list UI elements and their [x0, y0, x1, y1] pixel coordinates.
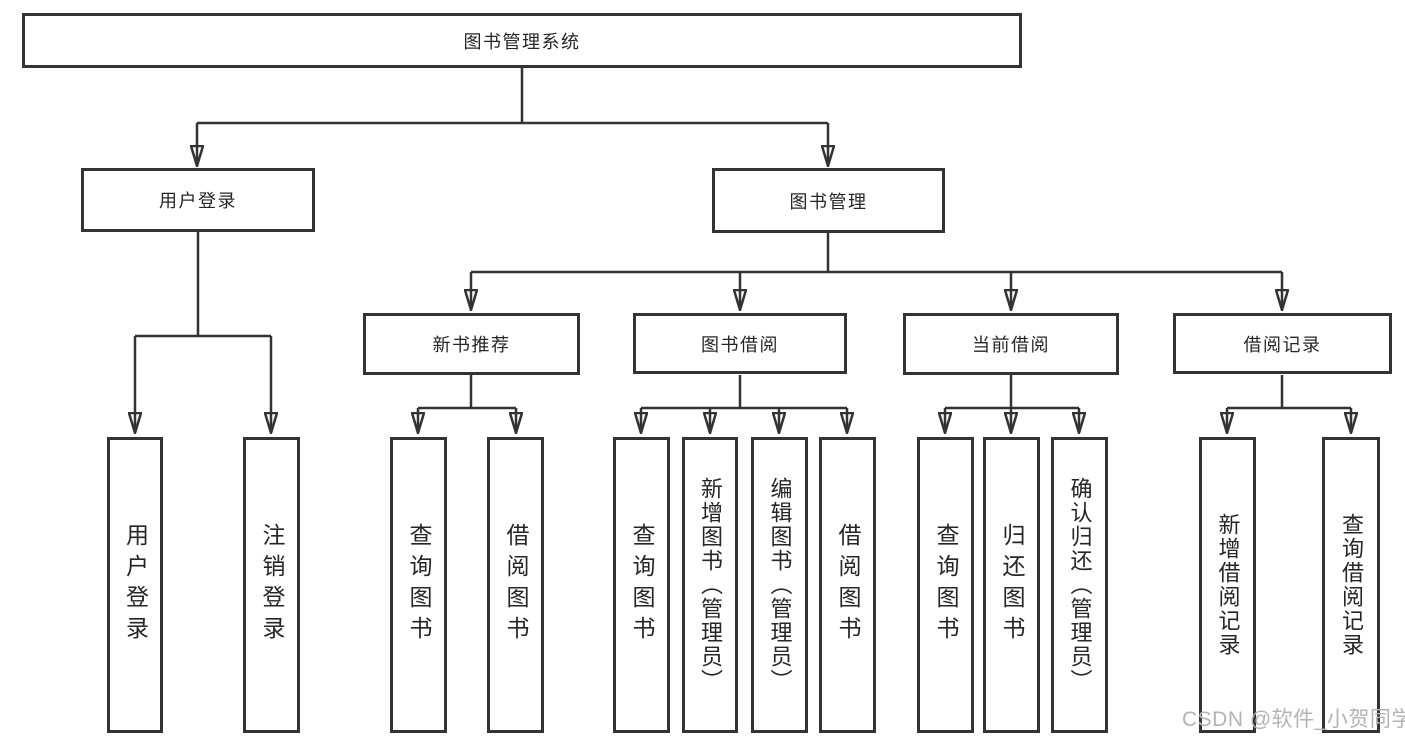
leaf-bb-query-books-label: 查询图书: [629, 523, 655, 647]
leaf-nbr-query-books-label: 查询图书: [406, 523, 432, 647]
book-borrow-subtree: [641, 375, 847, 433]
leaf-bb-borrow-books: 借阅图书: [819, 437, 876, 733]
leaf-cb-return-books-label: 归还图书: [999, 523, 1025, 647]
user-login-subtree: [135, 232, 271, 433]
node-user-login: 用户登录: [81, 168, 315, 232]
node-book-borrow: 图书借阅: [633, 313, 847, 374]
leaf-br-query-record: 查询借阅记录: [1322, 437, 1380, 733]
leaf-br-add-record: 新增借阅记录: [1199, 437, 1256, 733]
root-to-level2: [197, 68, 828, 166]
new-book-rec-subtree: [418, 375, 516, 433]
leaf-bb-edit-books-admin: 编辑图书（管理员）: [751, 437, 808, 733]
leaf-bb-borrow-books-label: 借阅图书: [835, 523, 861, 647]
node-new-book-rec: 新书推荐: [363, 313, 580, 375]
leaf-nbr-borrow-books: 借阅图书: [487, 437, 544, 733]
node-current-borrow: 当前借阅: [903, 313, 1119, 375]
node-current-borrow-label: 当前借阅: [972, 335, 1050, 355]
leaf-bb-add-books-admin: 新增图书（管理员）: [682, 437, 738, 733]
leaf-logout: 注销登录: [243, 437, 300, 733]
leaf-br-add-record-label: 新增借阅记录: [1215, 513, 1241, 657]
leaf-cb-confirm-return-admin-label: 确认归还（管理员）: [1067, 477, 1093, 693]
leaf-cb-query-books: 查询图书: [917, 437, 974, 733]
leaf-nbr-query-books: 查询图书: [390, 437, 447, 733]
leaf-user-login-label: 用户登录: [122, 523, 149, 647]
leaf-bb-add-books-admin-label: 新增图书（管理员）: [698, 477, 723, 693]
node-book-mgmt-label: 图书管理: [789, 191, 868, 212]
node-book-mgmt: 图书管理: [712, 168, 945, 233]
node-new-book-rec-label: 新书推荐: [432, 335, 511, 355]
node-borrow-record: 借阅记录: [1173, 313, 1392, 374]
node-book-borrow-label: 图书借阅: [701, 334, 779, 355]
current-borrow-subtree: [945, 375, 1079, 433]
leaf-br-query-record-label: 查询借阅记录: [1339, 513, 1364, 657]
borrow-record-subtree: [1227, 375, 1351, 433]
leaf-nbr-borrow-books-label: 借阅图书: [503, 523, 529, 647]
node-root-label: 图书管理系统: [463, 31, 581, 52]
leaf-cb-confirm-return-admin: 确认归还（管理员）: [1051, 437, 1108, 733]
leaf-bb-edit-books-admin-label: 编辑图书（管理员）: [767, 477, 793, 693]
book-mgmt-to-level3: [471, 233, 1282, 310]
leaf-logout-label: 注销登录: [259, 523, 285, 647]
leaf-user-login: 用户登录: [107, 437, 163, 733]
node-borrow-record-label: 借阅记录: [1243, 334, 1322, 355]
node-root: 图书管理系统: [22, 13, 1022, 68]
leaf-cb-return-books: 归还图书: [983, 437, 1040, 733]
leaf-bb-query-books: 查询图书: [613, 437, 670, 733]
csdn-watermark: CSDN @软件_小贺同学: [1182, 708, 1405, 731]
node-user-login-label: 用户登录: [159, 191, 237, 211]
leaf-cb-query-books-label: 查询图书: [933, 523, 959, 647]
